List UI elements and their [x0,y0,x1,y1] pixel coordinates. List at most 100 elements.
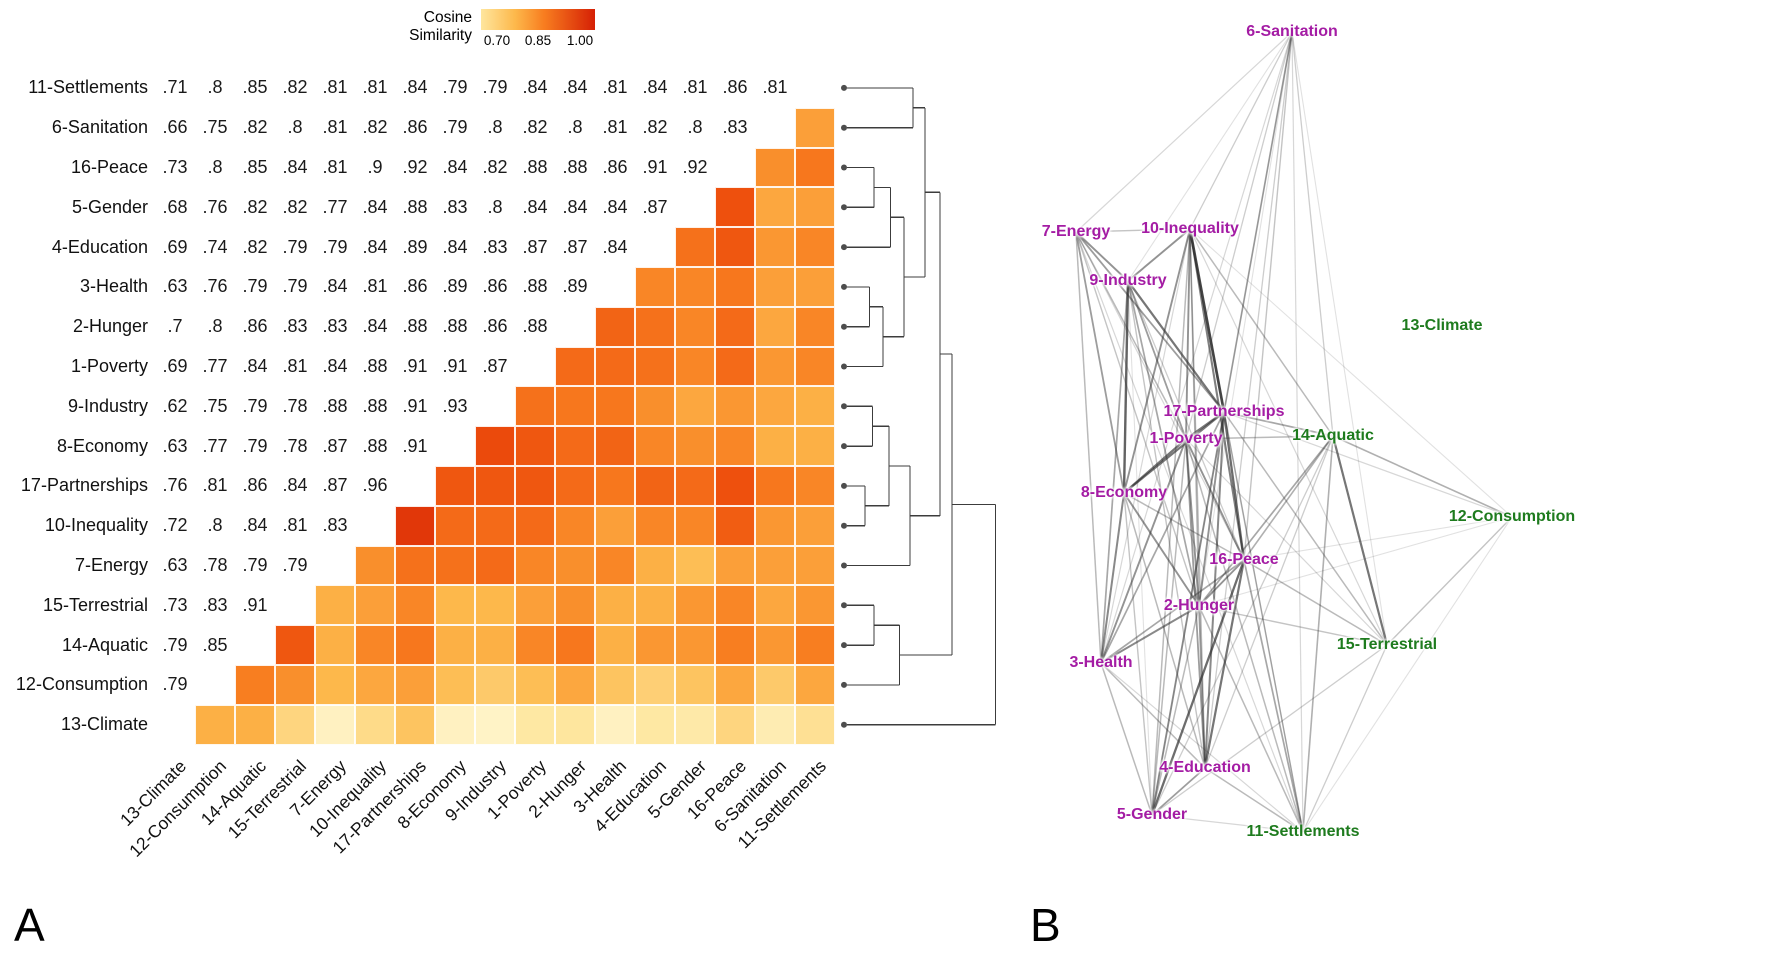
network-edge [1185,438,1245,561]
heatmap-row-label: 7-Energy [74,554,148,575]
heatmap-cell [675,426,715,466]
network-edge [1127,280,1153,816]
similarity-value: .91 [442,355,468,376]
heatmap-cell [755,466,795,506]
similarity-value: .77 [202,355,228,376]
similarity-value: .8 [207,316,223,337]
heatmap-cell [595,625,635,665]
network-node-label: 3-Health [1069,654,1133,671]
network-edge [1243,31,1293,561]
similarity-value: .79 [242,435,268,456]
similarity-value: .83 [282,316,308,337]
heatmap-cell [595,545,635,586]
similarity-value: .82 [642,117,668,138]
heatmap-cell [635,505,675,546]
network-node-label: 14-Aquatic [1292,427,1374,444]
heatmap-cell [795,227,835,267]
heatmap-cell [795,466,835,506]
heatmap-cell [435,665,475,705]
similarity-value: .86 [242,316,268,337]
similarity-value: .84 [282,475,308,496]
heatmap-cell [755,426,795,466]
similarity-value: .81 [602,117,628,138]
heatmap-cell [715,426,755,466]
similarity-value: .82 [362,117,388,138]
similarity-value: .87 [482,355,508,376]
heatmap-row-label: 3-Health [79,276,148,297]
similarity-value: .88 [322,395,348,416]
network-edge [1100,411,1225,664]
legend-title-line1: Cosine [423,9,472,26]
network-edge [1100,280,1129,664]
heatmap-cell [675,585,715,626]
heatmap-cell [675,704,715,745]
similarity-value: .69 [162,355,188,376]
heatmap-row-label: 6-Sanitation [51,117,148,138]
heatmap-cell [195,704,235,745]
similarity-value: .84 [322,355,348,376]
similarity-value: .79 [482,77,508,98]
dendrogram-leaf-dot [841,244,847,251]
similarity-value: .9 [367,156,383,177]
heatmap-cell [555,625,595,665]
similarity-value: .92 [682,156,708,177]
heatmap-cell [355,545,395,586]
heatmap-cell [755,704,795,745]
heatmap-cell [555,585,595,626]
heatmap-cell [475,466,515,506]
similarity-value: .84 [362,236,388,257]
network-edge [1386,516,1513,646]
network-edge [1123,228,1191,494]
heatmap-cell [795,306,835,347]
heatmap-cell [795,386,835,427]
similarity-value: .8 [567,117,583,138]
similarity-value: .8 [687,117,703,138]
heatmap-cell [595,346,635,387]
heatmap-cell [475,665,515,705]
heatmap-cell [315,585,355,626]
similarity-value: .84 [362,196,388,217]
network-edge [1100,492,1125,664]
heatmap-cell [795,346,835,387]
network-edge [1123,492,1200,607]
network-node-label: 17-Partnerships [1163,403,1285,420]
similarity-value: .85 [202,634,228,655]
heatmap-cell [435,545,475,586]
colorbar-gradient [481,9,595,30]
similarity-value: .78 [282,395,308,416]
legend-tick-mid: 0.85 [524,33,552,48]
heatmap-cell [595,306,635,347]
legend-tick-min: 0.70 [483,33,511,48]
heatmap-cell [755,665,795,705]
heatmap-row-label: 2-Hunger [72,316,148,337]
similarity-value: .82 [482,156,508,177]
similarity-value: .81 [282,515,308,536]
similarity-value: .91 [642,156,668,177]
heatmap-cell [715,227,755,267]
network-edge [1198,31,1293,607]
network-node-label: 16-Peace [1209,551,1279,568]
heatmap-cell [635,346,675,387]
similarity-value: .83 [482,236,508,257]
similarity-value: .84 [562,196,588,217]
similarity-value: .78 [202,554,228,575]
heatmap-cell [395,505,435,546]
heatmap-cell [635,585,675,626]
heatmap-cell [715,545,755,586]
network-edge [1100,662,1206,769]
heatmap-cell [755,505,795,546]
heatmap-cell [435,625,475,665]
network-node-label: 7-Energy [1041,223,1111,240]
similarity-value: .79 [162,674,188,695]
similarity-value: .75 [202,395,228,416]
network-edge [1302,516,1513,833]
network-edge [1123,492,1206,769]
dendrogram-leaf-dot [841,283,847,290]
heatmap-cell [795,625,835,665]
heatmap-cell [275,625,315,665]
similarity-value: .84 [602,236,628,257]
network-node-label: 10-Inequality [1141,220,1239,237]
dendrogram-leaf-dot [841,482,847,489]
network-edge [1151,228,1191,816]
similarity-value: .83 [202,594,228,615]
